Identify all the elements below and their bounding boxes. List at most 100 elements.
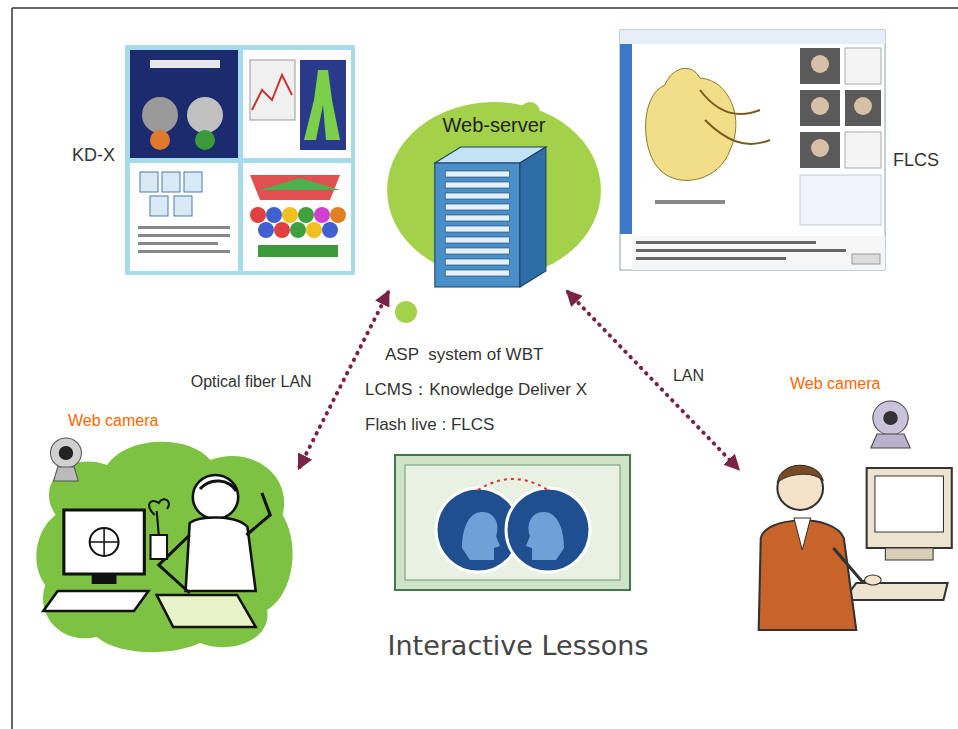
- kdx-screenshot-part-part: [174, 196, 192, 216]
- client-node-art-part: [777, 466, 823, 510]
- client-node-art-part: [883, 411, 898, 425]
- server-node-art-part: [445, 259, 509, 265]
- decor-dot-part: [395, 301, 417, 323]
- kdx-screenshot-part: [304, 70, 340, 140]
- client-node: Web camera: [35, 405, 298, 655]
- interactive-lessons-picture-part: [395, 455, 630, 590]
- client-node-art-part: [149, 499, 169, 535]
- client-node-art-part: [151, 535, 168, 559]
- client-node-art-part: [64, 510, 144, 574]
- kdx-screenshot-part-part: [306, 222, 322, 238]
- flcs-screenshot-part-part: [636, 257, 786, 260]
- flcs-screenshot-part-part: [800, 48, 840, 84]
- kdx-screenshot-part: [243, 50, 351, 158]
- frame-line-part: [12, 7, 958, 9]
- kdx-screenshot-part-part: [258, 222, 274, 238]
- flcs-screenshot-part: [632, 236, 885, 270]
- client-node-art-part: [90, 528, 119, 556]
- kdx-screenshot-part-part: [282, 207, 298, 223]
- client-node-art-part: [865, 575, 882, 585]
- interactive-lessons-picture-part: [405, 465, 620, 580]
- kdx-screenshot-part: [150, 60, 220, 68]
- system-label: Flash live : FLCS: [365, 415, 494, 435]
- client-node-art-part: [193, 475, 238, 519]
- flcs-screenshot-part: [620, 44, 632, 234]
- interactive-lessons-picture: [395, 455, 630, 590]
- client-node-art-part: [36, 442, 292, 652]
- interactive-lessons-picture-part: [506, 488, 590, 572]
- flcs-screenshot-part-part: [636, 241, 816, 244]
- client-node: Web camera: [740, 368, 958, 653]
- flcs-screenshot-part-part: [811, 139, 829, 157]
- kdx-screenshot-part: [130, 163, 238, 271]
- flcs-screenshot-part-part: [811, 97, 829, 115]
- client-node-art-part: [54, 467, 79, 481]
- flcs-screenshot-part: [620, 30, 885, 270]
- client-node-art-part: [873, 401, 908, 435]
- kdx-screenshot-part: [130, 50, 238, 158]
- client-node-art-part: [844, 583, 948, 600]
- kdx-screenshot-part: [187, 97, 223, 133]
- server-node-art-part: [445, 270, 509, 276]
- kdx-screenshot-part-part: [322, 222, 338, 238]
- dotted-connector: [568, 292, 738, 468]
- kdx-screenshot-part-part: [314, 207, 330, 223]
- kdx-screenshot-part: [150, 130, 170, 150]
- caption-label: Interactive Lessons: [387, 630, 648, 662]
- client-node-art-part: [200, 481, 236, 491]
- client-node-art-part: [759, 520, 857, 630]
- interactive-lessons-picture-part: [526, 512, 564, 560]
- kdx-screenshot-part-part: [290, 222, 306, 238]
- kdx-screenshot-part: [195, 130, 215, 150]
- client-node-art: [740, 368, 958, 653]
- kdx-screenshot-part-part: [250, 207, 266, 223]
- kdx-screenshot-part: [250, 60, 295, 120]
- flcs-screenshot-part-part: [800, 132, 840, 168]
- figure-label: FLCS: [893, 150, 939, 172]
- server-node-art-part: [445, 215, 509, 221]
- kdx-screenshot-part-part: [138, 250, 230, 253]
- kdx-screenshot-part: [125, 45, 355, 275]
- client-node-art-part: [50, 438, 81, 468]
- kdx-screenshot-part: [243, 163, 351, 271]
- kdx-screenshot-part-part: [150, 196, 168, 216]
- kdx-screenshot-part-part: [138, 242, 218, 245]
- flcs-screenshot-part-part: [854, 97, 872, 115]
- client-node-art-part: [871, 434, 910, 448]
- frame-line-part: [11, 8, 13, 729]
- kdx-screenshot-part-part: [140, 172, 158, 192]
- server-node-art-part: [520, 147, 546, 287]
- kdx-screenshot-part-part: [274, 222, 290, 238]
- server-node-art-part: [445, 204, 509, 210]
- flcs-screenshot-part-part: [845, 90, 881, 126]
- client-node-art-part: [90, 528, 119, 556]
- kdx-screenshot-part-part: [184, 172, 202, 192]
- client-node-art-part: [875, 476, 944, 532]
- client-node-art: [35, 405, 298, 655]
- flcs-screenshot-part-part: [636, 249, 846, 252]
- interactive-lessons-picture-part: [462, 512, 500, 560]
- flcs-screenshot-part: [636, 241, 846, 260]
- client-node-art-part: [867, 468, 952, 548]
- flcs-screenshot-part: [646, 68, 736, 180]
- client-node-art-part: [246, 493, 270, 535]
- edge-label: Optical fiber LAN: [189, 372, 314, 391]
- kdx-screenshot-part: [142, 97, 178, 133]
- system-label: ASP system of WBT: [385, 345, 543, 365]
- server-node-art-part: [445, 171, 509, 177]
- server-node-art-part: [445, 182, 509, 188]
- flcs-screenshot-part-part: [800, 90, 840, 126]
- server-node-art-part: [445, 237, 509, 243]
- kdx-screenshot-part-part: [162, 172, 180, 192]
- flcs-screenshot-part: [800, 175, 881, 225]
- node-text: Web camera: [68, 411, 298, 430]
- kdx-screenshot-part: [300, 60, 346, 150]
- client-node-art-part: [92, 574, 117, 584]
- flcs-screenshot-part: [620, 30, 885, 44]
- client-node-art-part: [157, 595, 256, 627]
- flcs-screenshot-part: [852, 254, 880, 264]
- flcs-screenshot-part: [655, 200, 725, 204]
- frame-line: [12, 8, 958, 729]
- kdx-screenshot-part-part: [138, 226, 230, 229]
- flcs-screenshot: [620, 30, 885, 270]
